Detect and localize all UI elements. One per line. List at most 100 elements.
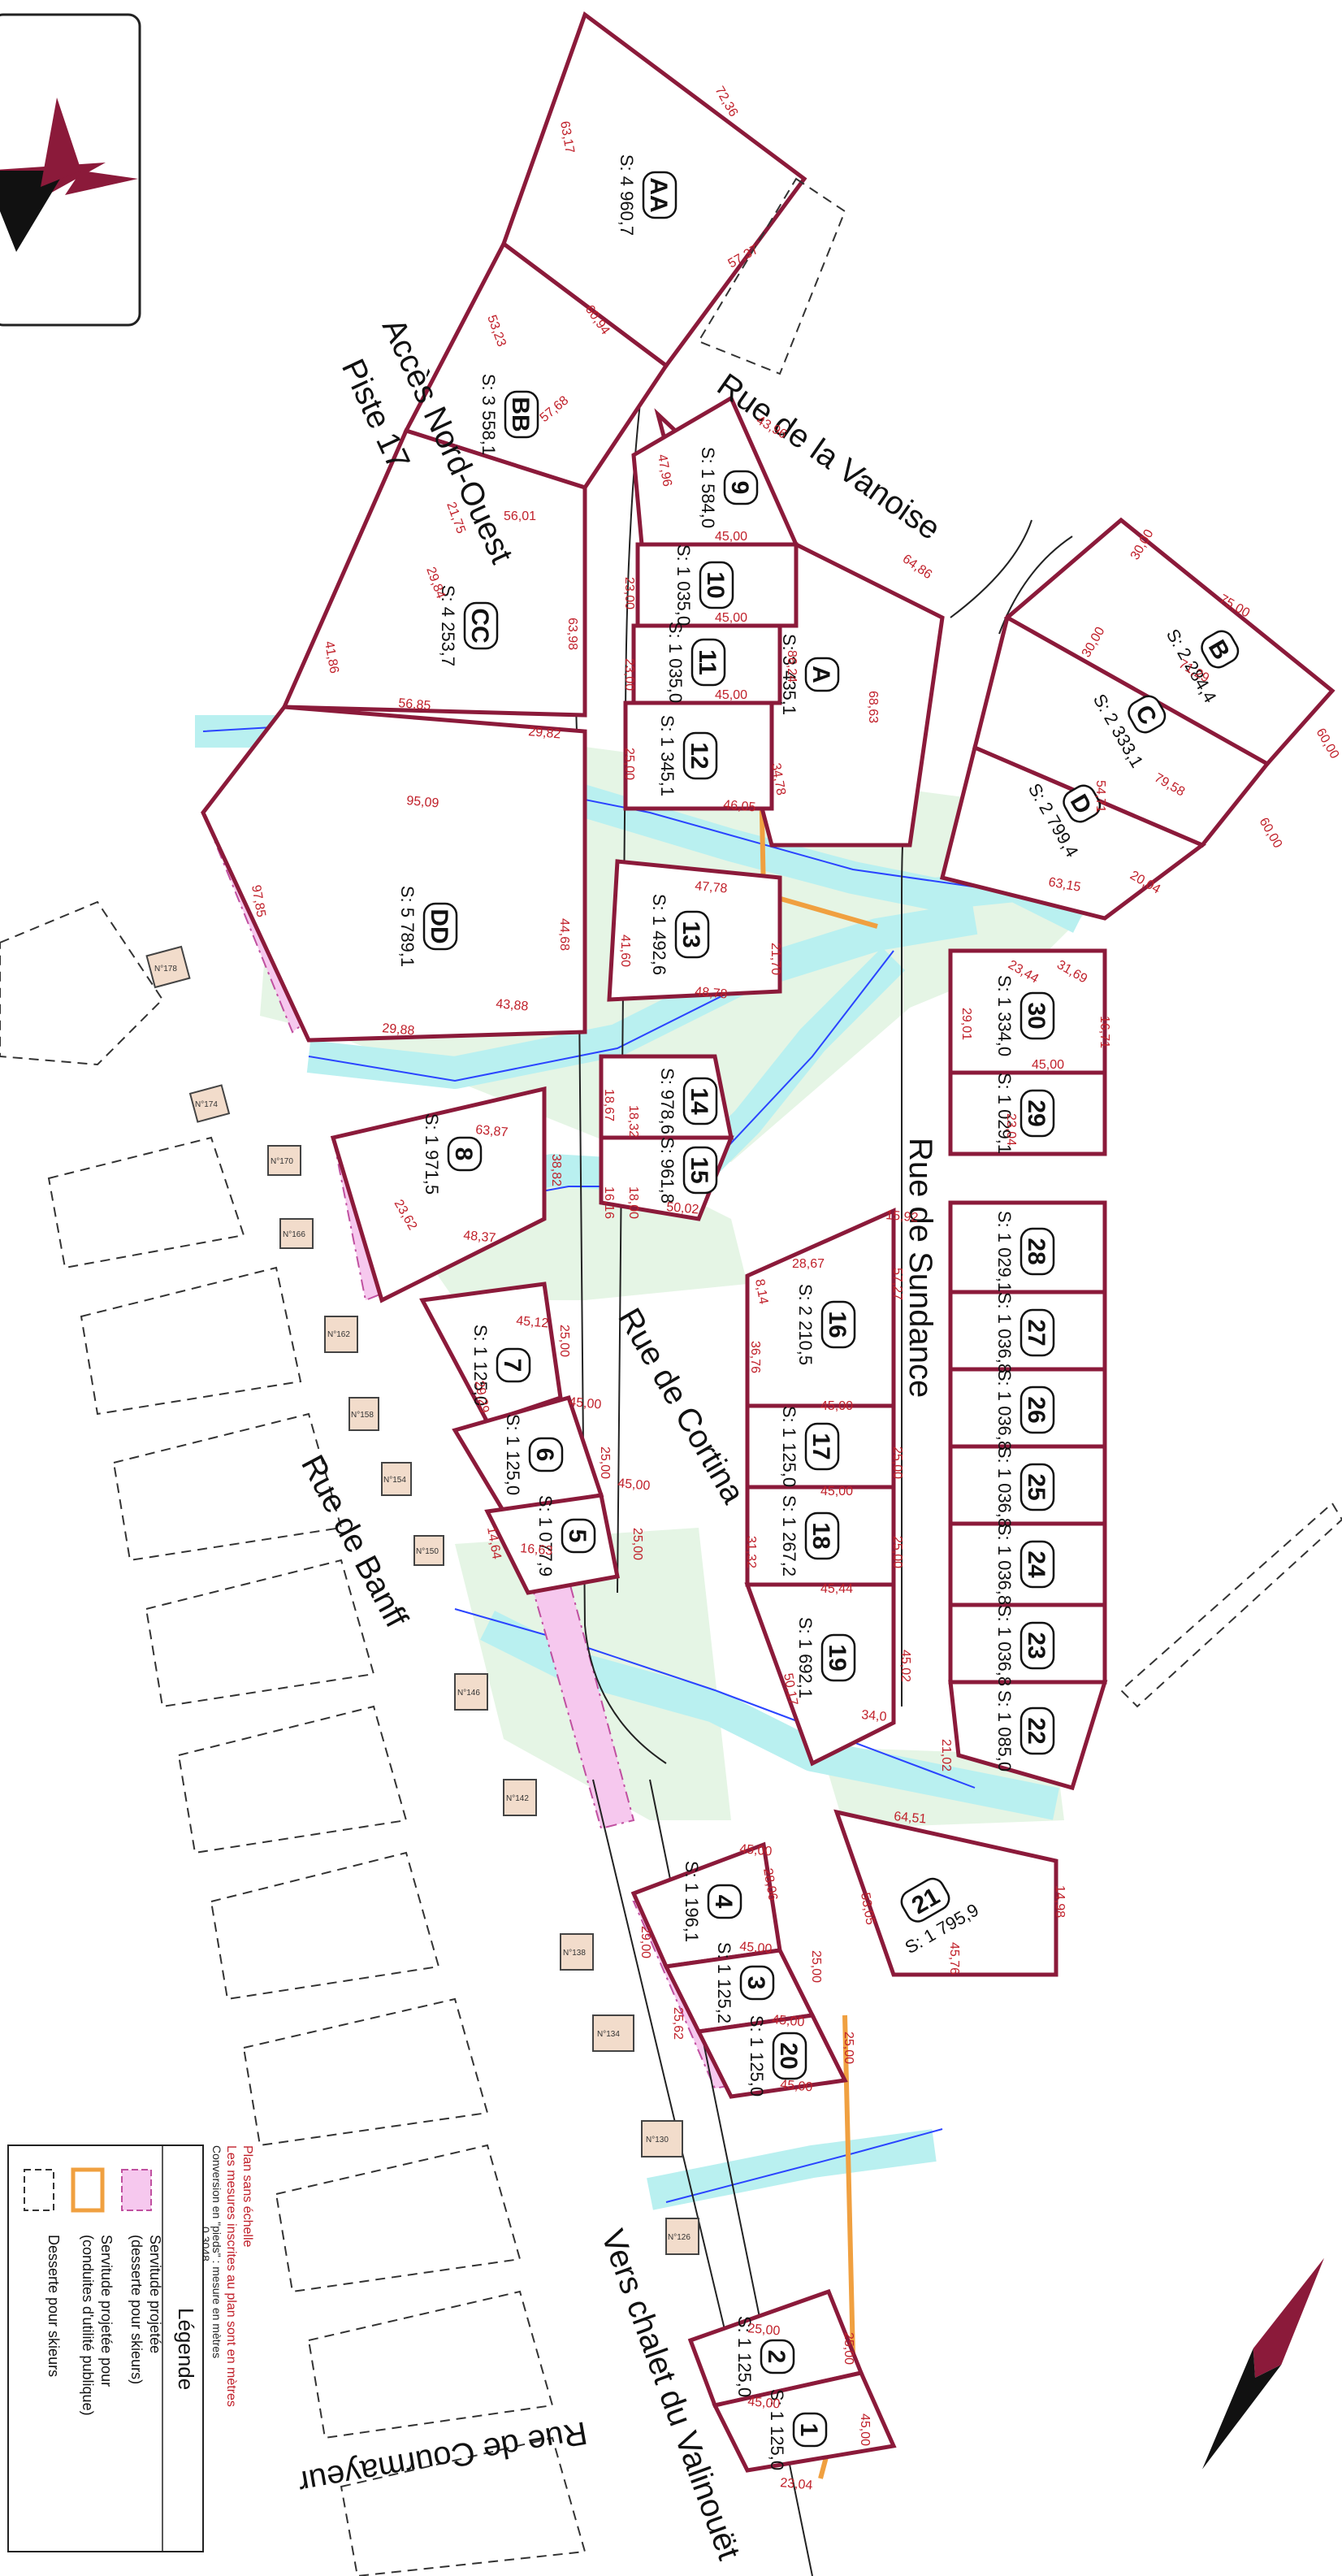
legend-swatch-dashed — [24, 2169, 54, 2211]
dimension-label: 64,86 — [900, 552, 935, 582]
lot-id: 30 — [1023, 1002, 1050, 1029]
dimension-label: 21,02 — [939, 1739, 953, 1772]
dimension-label: 36,76 — [748, 1341, 762, 1373]
lot-area: S: 5 789,1 — [397, 886, 418, 967]
lot-id: DD — [426, 909, 452, 943]
lot-badge — [772, 2032, 807, 2080]
lot-badge — [422, 902, 458, 951]
dimension-label: 8,14 — [752, 1278, 770, 1306]
lot-area: S: 1 267,2 — [779, 1495, 799, 1576]
house-number: N°138 — [563, 1949, 586, 1958]
lot-area: S: 1 125,0 — [779, 1406, 799, 1487]
house-number: N°150 — [416, 1547, 439, 1556]
lot-outlines — [201, 11, 1336, 2473]
house-number: N°134 — [597, 2030, 620, 2039]
lot-id: 5 — [564, 1529, 591, 1543]
dimension-label: 45,00 — [715, 530, 747, 544]
lot-badge — [1019, 1089, 1055, 1138]
dimension-label: 45,00 — [820, 1399, 853, 1413]
dimension-label: 28,67 — [792, 1257, 825, 1271]
lot-badge — [1019, 1308, 1055, 1357]
house-number: N°178 — [154, 965, 177, 974]
lot-badge — [1019, 1706, 1055, 1755]
compass-icon: N — [1202, 2257, 1324, 2470]
lot-area: S: 1 125,0 — [470, 1325, 491, 1406]
lot-badge — [1019, 1540, 1055, 1589]
lot-BB: BBS: 3 558,1 — [478, 374, 539, 455]
lot-22: 22S: 1 085,0 — [994, 1690, 1055, 1772]
lot-id: 4 — [710, 1895, 737, 1909]
lot-area: S: 3 558,1 — [478, 374, 499, 455]
lot-id: 23 — [1023, 1632, 1050, 1659]
dimension-label: 29,82 — [528, 725, 561, 741]
lot-id: 7 — [499, 1359, 526, 1373]
lot-badge — [760, 2339, 795, 2374]
lot-area: S: 1 334,0 — [994, 975, 1015, 1056]
lot-5: 5S: 1 077,9 — [535, 1495, 596, 1576]
dimension-label: 29,88 — [382, 1021, 415, 1038]
dimension-label: 63,98 — [565, 618, 579, 650]
lot-3: 3S: 1 125,2 — [714, 1942, 775, 2023]
legend-item-2-label: Servitude projetée pour — [98, 2235, 115, 2387]
lot-id: 14 — [686, 1087, 712, 1115]
dimension-label: 56,85 — [398, 696, 431, 713]
lot-area: S: 1 125,0 — [734, 2316, 755, 2397]
dimension-label: 41,60 — [618, 935, 632, 967]
lot-DD: DD S: 5 789,1 — [397, 886, 458, 967]
legend-item-2-sub: (conduites d'utilité publique) — [80, 2235, 96, 2416]
lot-area: S: 1 125,2 — [714, 1942, 734, 2023]
lot-area: S: 1 085,0 — [994, 1690, 1015, 1772]
lot-id: 16 — [824, 1311, 851, 1338]
lot-badge — [561, 1518, 596, 1554]
lot-20: 20S: 1 125,0 — [747, 2015, 807, 2097]
lot-badge — [739, 1965, 775, 2001]
house-number: N°166 — [283, 1230, 305, 1239]
dimension-label: 48,78 — [695, 985, 728, 1001]
dimension-label: 25,62 — [671, 2007, 685, 2040]
dimension-label: 54,71 — [1093, 780, 1107, 813]
lot-badge — [792, 2412, 828, 2448]
dimension-label: 41,86 — [322, 640, 341, 674]
dimension-label: 45,00 — [747, 2395, 781, 2411]
lot-area: S: 1 492,6 — [649, 894, 669, 975]
dimension-label: 63,17 — [557, 120, 577, 154]
lot-area: S: 1 125,0 — [503, 1414, 523, 1495]
dimension-label: 45,00 — [715, 688, 747, 702]
lot-area: S: 1 971,5 — [422, 1113, 442, 1195]
lot-id: AA — [645, 177, 672, 212]
lot-area: S: 2 210,5 — [795, 1284, 816, 1365]
lot-4: 4S: 1 196,1 — [682, 1861, 742, 1942]
dimension-label: 56,01 — [504, 510, 536, 523]
legend-swatch-orange — [71, 2167, 105, 2213]
dimension-label: 60,00 — [1257, 816, 1285, 851]
lot-id: 12 — [686, 742, 712, 769]
lot-id: 17 — [807, 1433, 834, 1459]
dimension-label: 97,85 — [249, 884, 268, 918]
lot-id: 29 — [1023, 1099, 1050, 1126]
lot-AA: AA S: 4 960,7 — [617, 154, 677, 236]
legend-swatch-pink — [121, 2169, 152, 2211]
dimension-label: 60,00 — [1314, 726, 1342, 761]
lot-23: 23S: 1 036,8 — [994, 1605, 1055, 1686]
houses: N°178 N°174 N°170 N°166 N°162 N°158 N°15… — [145, 945, 699, 2255]
dimension-label: 47,96 — [655, 453, 674, 488]
dimension-label: 68,63 — [866, 691, 880, 723]
dimension-label: 64,51 — [894, 1810, 927, 1826]
lot-area: S: 4 960,7 — [617, 154, 637, 236]
dimension-label: 45,00 — [858, 2413, 872, 2446]
lot-badge — [804, 1422, 840, 1471]
lot-17: 17 S: 1 125,0 — [779, 1406, 840, 1487]
lot-2: 2S: 1 125,0 — [734, 2316, 795, 2397]
lot-id: 10 — [702, 571, 729, 598]
lot-14: 14S: 978,6 — [657, 1068, 718, 1134]
lot-badge — [699, 561, 734, 609]
lot-area: S: 1 692,1 — [795, 1617, 816, 1698]
dimension-label: 45,00 — [739, 1940, 773, 1956]
dimension-label: 45,12 — [516, 1314, 549, 1330]
dimension-label: 44,68 — [557, 918, 571, 951]
house-number: N°154 — [383, 1476, 406, 1485]
lot-badge — [804, 1511, 840, 1560]
lot-badge — [682, 1077, 718, 1125]
legend-item-1-sub: (desserte pour skieurs) — [128, 2235, 145, 2384]
